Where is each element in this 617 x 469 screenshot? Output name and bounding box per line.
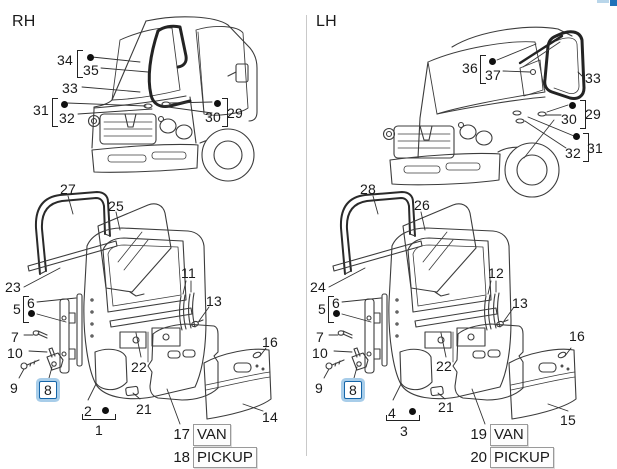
part-marker-dot <box>102 407 109 414</box>
callout-29: 29 <box>227 105 243 121</box>
callout-5-lh: 5 <box>318 301 326 317</box>
callout-8-highlighted-lh[interactable]: 8 <box>344 381 362 399</box>
callout-16-lh: 16 <box>569 328 585 344</box>
callout-13: 13 <box>206 293 222 309</box>
part-marker-dot <box>61 101 68 108</box>
callout-21-lh: 21 <box>438 399 454 415</box>
part-marker-dot <box>214 100 221 107</box>
bracket-36 <box>480 55 486 84</box>
bracket-5 <box>23 296 29 323</box>
part-marker-dot <box>573 133 580 140</box>
callout-11: 11 <box>181 265 196 281</box>
rh-vehicle-drawing <box>66 16 258 182</box>
callout-9-lh: 9 <box>315 380 323 396</box>
callout-32-lh: 32 <box>565 145 581 161</box>
callout-32: 32 <box>59 110 75 126</box>
variant-label-lh: 19 VAN 20 PICKUP <box>466 424 554 469</box>
callout-31: 31 <box>33 102 49 118</box>
callout-16: 16 <box>262 334 278 350</box>
callout-10-lh: 10 <box>312 345 328 361</box>
lh-vehicle-drawing <box>382 26 586 198</box>
callout-26: 26 <box>414 197 430 213</box>
toolbar-fragment-light <box>597 0 609 3</box>
bracket-31 <box>52 98 58 127</box>
variant-box-van-rh[interactable]: VAN <box>193 424 231 446</box>
callout-37: 37 <box>485 67 501 83</box>
part-marker-dot <box>333 310 340 317</box>
bracket-29 <box>222 98 228 127</box>
callout-10: 10 <box>7 345 23 361</box>
side-label-rh: RH <box>12 13 36 30</box>
callout-4: 4 <box>388 405 396 421</box>
callout-25: 25 <box>108 198 124 214</box>
callout-9: 9 <box>10 380 18 396</box>
toolbar-fragment-dark <box>610 0 617 6</box>
callout-22: 22 <box>131 359 147 375</box>
bracket-34 <box>77 50 83 78</box>
callout-3: 3 <box>400 423 408 439</box>
variant-number-19: 19 <box>470 426 487 443</box>
callout-2: 2 <box>84 403 92 419</box>
callout-8-highlighted[interactable]: 8 <box>39 381 57 399</box>
part-marker-dot <box>489 58 496 65</box>
panel-divider <box>306 15 307 456</box>
callout-12: 12 <box>488 265 504 281</box>
callout-36: 36 <box>462 60 478 76</box>
callout-21: 21 <box>136 401 152 417</box>
callout-5: 5 <box>13 301 21 317</box>
callout-34: 34 <box>57 52 73 68</box>
callout-7: 7 <box>11 329 19 345</box>
callout-33-lh: 33 <box>585 70 601 86</box>
callout-27: 27 <box>60 181 76 197</box>
bracket-29-lh <box>580 100 586 129</box>
callout-7-lh: 7 <box>316 329 324 345</box>
callout-24: 24 <box>310 279 326 295</box>
callout-30-lh: 30 <box>561 111 577 127</box>
callout-22-lh: 22 <box>436 358 452 374</box>
bracket-5-lh <box>328 296 334 323</box>
variant-number-20: 20 <box>470 448 487 466</box>
callout-30: 30 <box>205 109 221 125</box>
part-marker-dot <box>569 102 576 109</box>
variant-box-van-lh[interactable]: VAN <box>490 424 528 446</box>
callout-28: 28 <box>360 181 376 197</box>
callout-33: 33 <box>62 80 78 96</box>
callout-35: 35 <box>83 62 99 78</box>
callout-1: 1 <box>95 422 103 438</box>
callout-15: 15 <box>560 412 576 428</box>
variant-label-rh: 17 VAN 18 PICKUP <box>169 424 257 469</box>
callout-14: 14 <box>262 409 278 425</box>
variant-number-18: 18 <box>173 448 190 466</box>
bracket-1 <box>82 414 116 420</box>
variant-box-pickup-rh[interactable]: PICKUP <box>193 446 257 468</box>
callout-13-lh: 13 <box>512 295 528 311</box>
callout-31-lh: 31 <box>587 140 603 156</box>
part-marker-dot <box>409 408 416 415</box>
callout-29-lh: 29 <box>585 106 601 122</box>
callout-6: 6 <box>27 295 35 311</box>
part-marker-dot <box>87 54 94 61</box>
bracket-3 <box>386 415 420 421</box>
side-label-lh: LH <box>316 13 337 30</box>
part-marker-dot <box>28 310 35 317</box>
callout-6-lh: 6 <box>332 295 340 311</box>
variant-number-17: 17 <box>173 426 190 443</box>
bracket-31-lh <box>583 133 589 162</box>
callout-23: 23 <box>5 279 21 295</box>
